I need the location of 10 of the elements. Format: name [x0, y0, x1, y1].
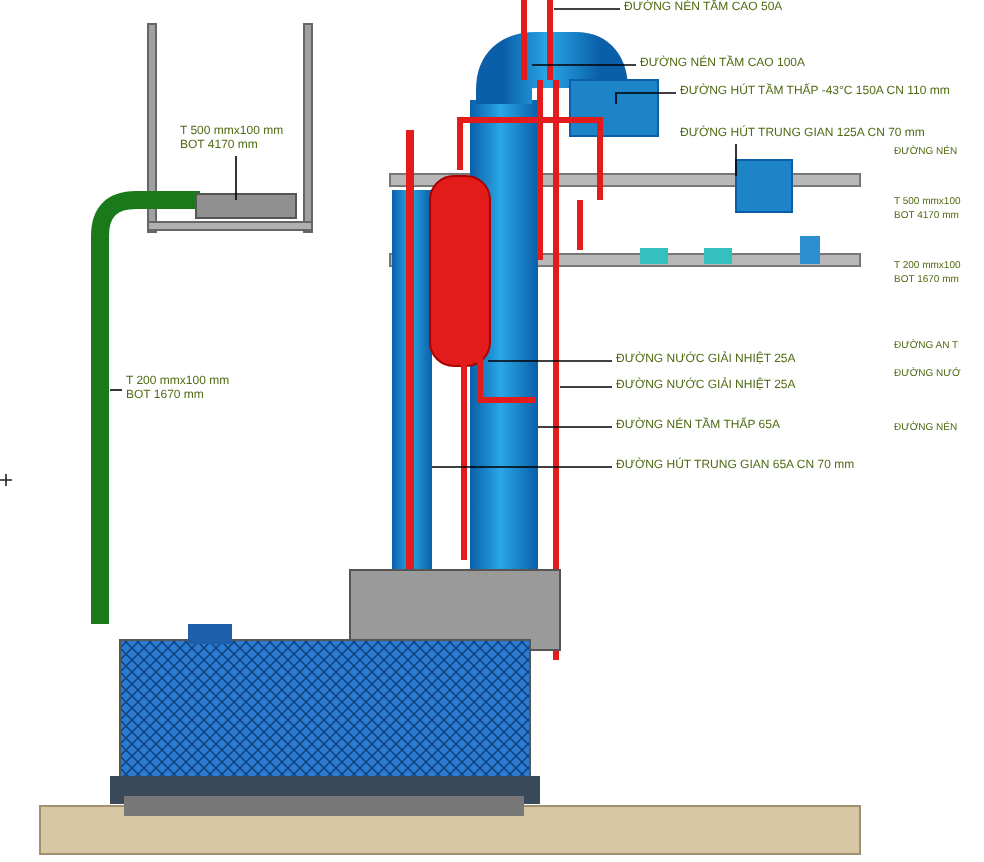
leader-line — [553, 8, 621, 10]
leader-line — [431, 466, 613, 468]
leader-line — [537, 426, 613, 428]
leader-line — [531, 64, 637, 66]
leader-line — [559, 386, 613, 388]
leader-line — [109, 389, 123, 391]
leader-line — [735, 143, 737, 177]
leader-line — [487, 360, 613, 362]
leader-line — [615, 92, 677, 105]
leader-line — [235, 155, 237, 201]
